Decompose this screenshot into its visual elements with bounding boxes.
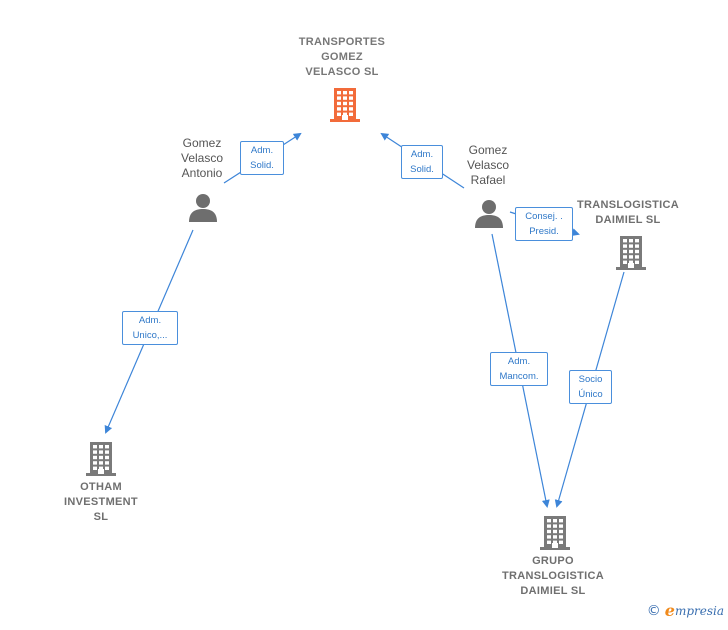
building-icon-otham[interactable] bbox=[84, 440, 118, 481]
person-icon-rafael[interactable] bbox=[474, 198, 504, 233]
person-icon-antonio[interactable] bbox=[188, 192, 218, 227]
company-label-grupo[interactable]: GRUPO TRANSLOGISTICA DAIMIEL SL bbox=[502, 555, 604, 597]
company-label-translogistica[interactable]: TRANSLOGISTICA DAIMIEL SL bbox=[577, 199, 679, 226]
person-label-antonio[interactable]: Gomez Velasco Antonio bbox=[180, 136, 224, 180]
company-label-otham[interactable]: OTHAM INVESTMENT SL bbox=[64, 481, 138, 523]
company-label-transportes[interactable]: TRANSPORTES GOMEZ VELASCO SL bbox=[298, 36, 386, 78]
building-icon-translogistica[interactable] bbox=[614, 234, 648, 275]
copyright-icon: © bbox=[646, 602, 661, 619]
edges bbox=[104, 132, 625, 508]
edge-label-rafael-transportes[interactable]: Adm. Solid. bbox=[401, 145, 443, 179]
edge-label-antonio-otham[interactable]: Adm. Unico,... bbox=[122, 311, 178, 345]
edge-label-antonio-transportes[interactable]: Adm. Solid. bbox=[240, 141, 284, 175]
building-icon-grupo[interactable] bbox=[538, 514, 572, 555]
brand-initial: e bbox=[664, 601, 675, 620]
brand-name: mpresia bbox=[674, 603, 724, 618]
edge-label-rafael-grupo[interactable]: Adm. Mancom. bbox=[490, 352, 548, 386]
edge-label-translogistica-grupo[interactable]: Socio Único bbox=[569, 370, 612, 404]
edge-label-rafael-translogistica[interactable]: Consej. . Presid. bbox=[515, 207, 573, 241]
building-icon-transportes[interactable] bbox=[328, 86, 362, 127]
empresia-logo: © e mpresia bbox=[647, 601, 724, 620]
person-label-rafael[interactable]: Gomez Velasco Rafael bbox=[466, 143, 510, 187]
